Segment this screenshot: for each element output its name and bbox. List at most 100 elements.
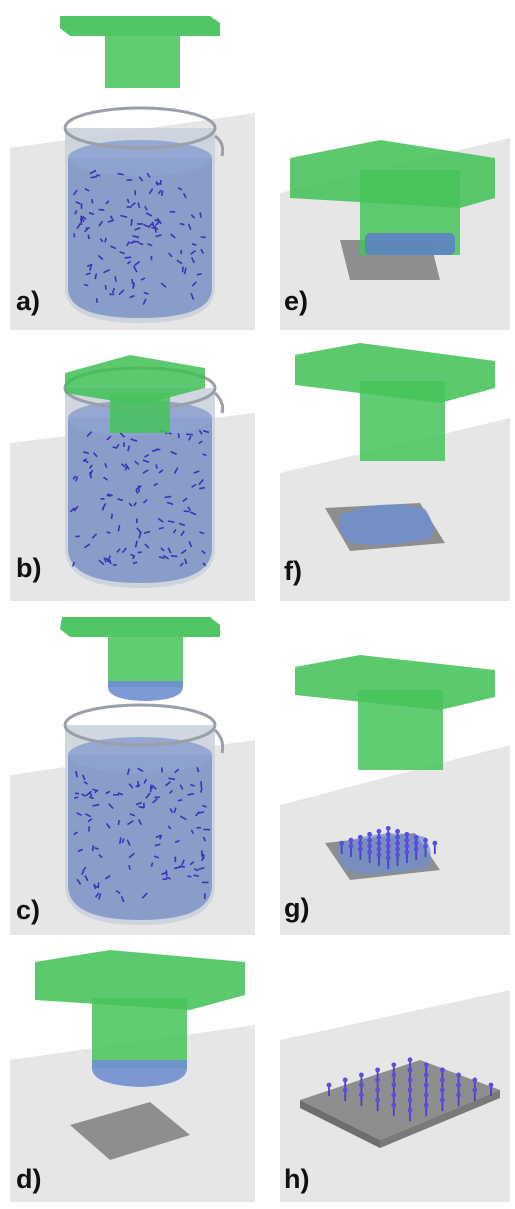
molecule [120, 214, 128, 218]
molecule [190, 829, 194, 834]
molecule [167, 547, 172, 554]
molecule [130, 218, 133, 226]
molecule [173, 467, 179, 474]
molecule [155, 834, 161, 839]
molecule [193, 874, 200, 878]
molecule-head [385, 837, 391, 843]
molecule [121, 463, 126, 468]
panel-g-illustration [280, 655, 510, 935]
molecule [110, 513, 114, 520]
molecule [83, 459, 89, 464]
molecule [199, 531, 205, 535]
molecule [198, 811, 205, 814]
molecule-head [404, 849, 410, 855]
molecule [86, 263, 92, 268]
molecule [75, 770, 78, 778]
molecule [154, 843, 161, 847]
molecule [154, 225, 157, 233]
substrate [70, 1102, 190, 1160]
molecule-head [423, 1092, 429, 1098]
molecule-head [395, 846, 400, 852]
molecule [117, 498, 124, 502]
molecule [104, 875, 111, 880]
molecule [137, 485, 140, 493]
molecule [119, 251, 125, 255]
molecule [132, 561, 138, 565]
molecule-head [413, 846, 419, 852]
molecule [129, 813, 136, 817]
molecule [178, 865, 186, 868]
molecule [107, 803, 114, 810]
molecule [77, 848, 84, 853]
panel-h: h) [280, 940, 510, 1202]
grid-molecules [326, 1057, 494, 1122]
molecule [107, 219, 115, 223]
molecule [138, 532, 142, 539]
molecule [106, 435, 112, 441]
molecule [129, 294, 135, 299]
molecule [98, 854, 103, 859]
molecule [160, 547, 165, 552]
molecule-head [391, 1072, 397, 1078]
panel-d: d) [10, 940, 255, 1202]
substrate [300, 1060, 500, 1140]
molecule [106, 494, 112, 497]
molecule [193, 470, 200, 474]
molecule [103, 476, 109, 481]
molecule-head [376, 840, 382, 846]
molecule [145, 792, 151, 799]
panel-label: b) [16, 553, 42, 583]
molecule [170, 554, 178, 558]
molecule [87, 234, 91, 240]
molecule [187, 223, 192, 231]
panel-a: a) [10, 8, 255, 330]
molecule [96, 174, 101, 177]
molecule [128, 502, 133, 507]
molecule [161, 871, 167, 876]
molecule-head [413, 834, 419, 840]
molecule [179, 562, 184, 567]
molecule [177, 187, 183, 191]
molecule [142, 298, 147, 305]
panel-label: h) [284, 1164, 310, 1194]
molecule-head [413, 840, 419, 846]
molecule-head [456, 1082, 461, 1088]
molecule [89, 464, 93, 469]
molecule [128, 783, 134, 789]
beaker [63, 106, 225, 323]
molecule [182, 497, 188, 502]
panel-c: c) [10, 605, 255, 935]
molecule-head [407, 1057, 413, 1063]
molecule [152, 798, 158, 804]
molecule [169, 789, 173, 794]
molecule-head [423, 1102, 429, 1108]
molecule-head [423, 843, 428, 849]
molecule [155, 182, 161, 186]
molecule [150, 862, 154, 867]
molecule [73, 505, 79, 512]
molecule [202, 429, 210, 434]
molecule [106, 531, 111, 534]
molecule [103, 268, 111, 274]
molecule [76, 812, 82, 817]
liquid [68, 418, 212, 583]
molecule [178, 522, 186, 527]
molecule [198, 866, 205, 871]
liquid-drop [92, 1060, 187, 1087]
molecule-head [395, 852, 400, 858]
molecule-head [407, 1087, 413, 1093]
molecule-head [440, 1067, 445, 1073]
molecule [148, 188, 154, 195]
molecule-head [440, 1097, 445, 1103]
molecule [190, 249, 196, 255]
molecule-head [359, 1072, 364, 1078]
molecule-head [407, 1077, 413, 1083]
molecule-head [375, 1087, 380, 1093]
molecules [69, 429, 210, 567]
molecule-head [359, 1082, 364, 1088]
molecule-head [326, 1082, 332, 1088]
molecule [106, 555, 112, 563]
molecule [176, 259, 183, 265]
molecule [196, 767, 200, 773]
molecule [142, 499, 148, 504]
